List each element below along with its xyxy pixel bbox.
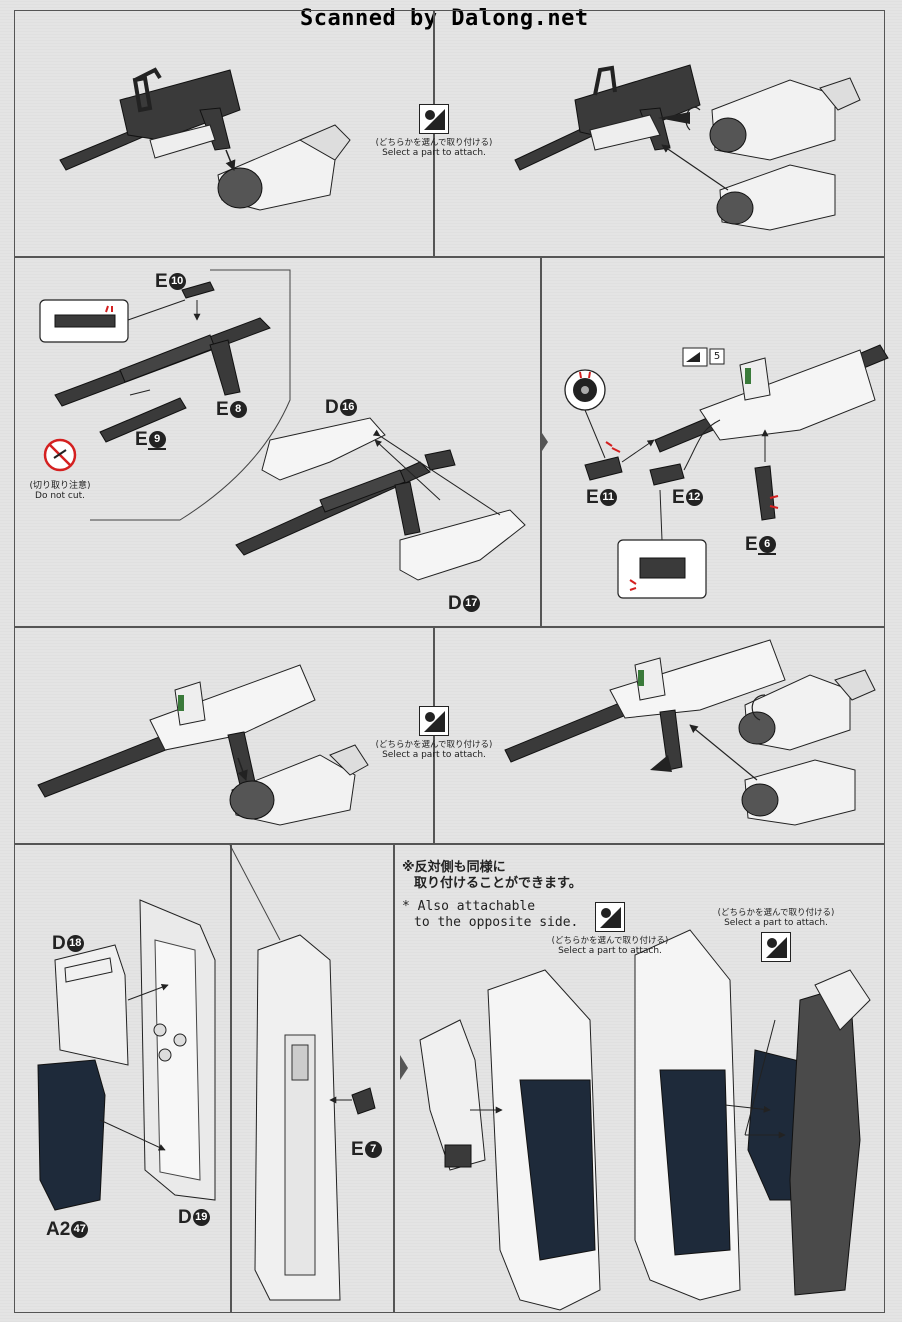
part-number-badge: 18: [66, 935, 84, 953]
col-divider-row4a: [230, 843, 232, 1313]
choice-en-text: Select a part to attach.: [558, 946, 662, 956]
row-divider-1: [14, 256, 885, 258]
part-number-badge: 16: [339, 399, 357, 417]
choice-note-row3: (どちらかを選んで取り付ける) Select a part to attach.: [364, 706, 504, 760]
choice-jp-text: (どちらかを選んで取り付ける): [375, 138, 493, 148]
part-letter: D: [178, 1207, 192, 1228]
cut-warning-inset: [39, 269, 291, 521]
opposite-note-en-2: to the opposite side.: [414, 914, 579, 930]
part-number-badge: 19: [192, 1209, 210, 1227]
part-letter: D: [52, 933, 66, 954]
part-letter: E: [135, 429, 148, 450]
part-letter: E: [351, 1139, 364, 1160]
rifle-hand-left-row3-illustration: [37, 664, 369, 826]
choice-jp-text: (どちらかを選んで取り付ける): [375, 740, 493, 750]
select-part-icon: [419, 706, 449, 736]
part-number-badge: 7: [364, 1141, 382, 1159]
opposite-side-note: ※反対側も同様に 取り付けることができます。 * Also attachable…: [402, 860, 582, 931]
rifle-hand-right-row3-illustration: [504, 639, 876, 826]
do-not-cut-en: Do not cut.: [35, 491, 85, 501]
select-part-glyph: [424, 711, 445, 732]
opposite-note-en-1: * Also attachable: [402, 898, 536, 914]
part-letter: D: [448, 593, 462, 614]
do-not-cut-jp: (切り取り注意): [29, 481, 91, 491]
choice-en-text: Select a part to attach.: [724, 918, 828, 928]
part-number-badge: 12: [685, 489, 703, 507]
part-letter: E: [745, 534, 758, 555]
part-letter: E: [216, 399, 229, 420]
part-number-badge: 6: [758, 536, 776, 554]
choice-jp-text: (どちらかを選んで取り付ける): [551, 936, 669, 946]
choice-note-row4-middle: (どちらかを選んで取り付ける) Select a part to attach.: [540, 902, 680, 956]
select-part-glyph: [424, 109, 445, 130]
rifle-hand-left-illustration: [59, 67, 351, 211]
rifle-completion-illustration: [540, 344, 889, 599]
opposite-note-jp-2: 取り付けることができます。: [414, 876, 582, 892]
row-divider-2: [14, 626, 885, 628]
part-letter: A2: [46, 1219, 71, 1240]
select-part-icon: [595, 902, 625, 932]
select-part-glyph: [766, 937, 787, 958]
part-number-badge: 17: [462, 595, 480, 613]
step-reference-number: 5: [713, 351, 721, 362]
barrel-assembly-illustration: [54, 281, 526, 581]
select-part-icon: [419, 104, 449, 134]
part-number-badge: 8: [229, 401, 247, 419]
shield-options-illustration: [634, 929, 871, 1301]
shield-mount-illustration: [400, 969, 601, 1311]
part-number-badge: 10: [168, 273, 186, 291]
opposite-note-jp-1: ※反対側も同様に: [402, 860, 506, 875]
choice-jp-text: (どちらかを選んで取り付ける): [717, 908, 835, 918]
part-letter: E: [586, 487, 599, 508]
do-not-cut-note: (切り取り注意) Do not cut.: [20, 478, 100, 501]
col-divider-row4b: [393, 843, 395, 1313]
rifle-hand-right-illustration: [514, 64, 861, 231]
choice-note-row4-right: (どちらかを選んで取り付ける) Select a part to attach.: [706, 906, 846, 964]
shield-exploded-illustration: [37, 844, 376, 1301]
part-number-badge: 9: [148, 431, 166, 449]
part-number-badge: 11: [599, 489, 617, 507]
row-divider-3: [14, 843, 885, 845]
select-part-glyph: [600, 907, 621, 928]
choice-note-row1: (どちらかを選んで取り付ける) Select a part to attach.: [364, 104, 504, 158]
choice-en-text: Select a part to attach.: [382, 148, 486, 158]
choice-en-text: Select a part to attach.: [382, 750, 486, 760]
part-letter: E: [672, 487, 685, 508]
part-letter: E: [155, 271, 168, 292]
page-frame: [14, 10, 885, 1313]
select-part-icon: [761, 932, 791, 962]
part-letter: D: [325, 397, 339, 418]
part-number-badge: 47: [71, 1221, 89, 1239]
